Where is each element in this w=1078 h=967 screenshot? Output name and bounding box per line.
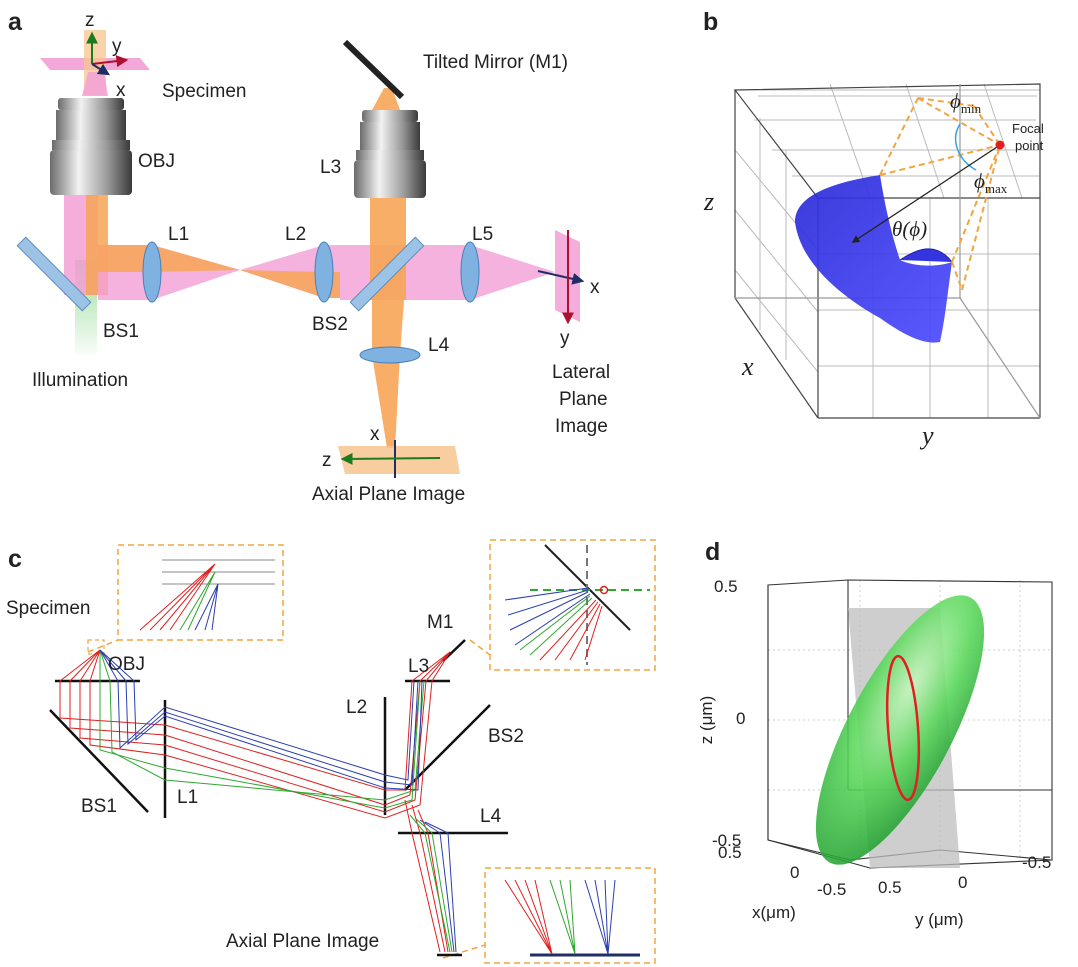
- axial-label: Axial Plane Image: [312, 484, 465, 505]
- bs2-splitter: [349, 236, 425, 312]
- c-rays: [59, 649, 457, 953]
- z-tick-3: -0.5: [712, 831, 741, 850]
- orange-beam-m1: [372, 88, 400, 110]
- axis-x-arrow: [91, 63, 111, 76]
- c-elements: [49, 639, 508, 957]
- c-l4-label: L4: [480, 806, 502, 827]
- panel-c: c Specimen: [6, 539, 656, 964]
- lateral-x-arrow: [537, 270, 585, 285]
- axis-y-label: y: [112, 36, 122, 57]
- axis-y-arrow: [91, 55, 129, 68]
- l3-label: L3: [320, 157, 341, 178]
- c-bs1-label: BS1: [81, 796, 117, 817]
- green-ellipsoid: [815, 595, 985, 865]
- lens-l5: [460, 241, 480, 303]
- l4-label: L4: [428, 335, 450, 356]
- inset-axial-link: [442, 944, 486, 959]
- focal-label-1: Focal: [1012, 121, 1044, 136]
- blue-bowl: [795, 175, 952, 343]
- axis-x-label: x: [116, 80, 126, 101]
- axis-z-label: z: [85, 10, 95, 31]
- axial-z-label: z: [322, 450, 332, 471]
- bs2-label: BS2: [312, 314, 348, 335]
- inset-specimen: [117, 544, 284, 641]
- c-l1-label: L1: [177, 787, 198, 808]
- cone-lines: [879, 97, 1001, 291]
- c-l3-label: L3: [408, 656, 429, 677]
- inset-m1: [489, 539, 656, 671]
- c-bs2-label: BS2: [488, 726, 524, 747]
- lateral-y-label: y: [560, 328, 570, 349]
- axial-x-label: x: [370, 424, 380, 445]
- inset-specimen-lines: [162, 559, 275, 585]
- lens-l1: [142, 241, 162, 303]
- mirror-label: Tilted Mirror (M1): [423, 52, 568, 73]
- focal-point: [995, 140, 1005, 150]
- bowl-rim: [899, 248, 953, 263]
- x-tick-1: 0.5: [718, 843, 742, 862]
- c-l2-label: L2: [346, 697, 367, 718]
- objective-l3: [354, 110, 426, 198]
- phi-min-label: ϕmin: [950, 89, 982, 116]
- panel-a-letter: a: [8, 8, 23, 36]
- theta-arrow: [851, 144, 1001, 243]
- y-axis-label: y (μm): [915, 910, 964, 929]
- phi-arc: [955, 123, 977, 171]
- panel-c-letter: c: [8, 545, 22, 573]
- x-tick-2: 0: [790, 863, 799, 882]
- specimen-label: Specimen: [162, 81, 247, 102]
- orange-beam-l4: [372, 300, 404, 448]
- panel-d-letter: d: [705, 538, 720, 566]
- x-axis-label: x(μm): [752, 903, 796, 922]
- z-tick-2: 0: [736, 709, 745, 728]
- tilted-mirror: [342, 39, 405, 100]
- inset-specimen-rays: [139, 563, 219, 631]
- inset-m1-content: [504, 544, 650, 665]
- y-tick-1: 0.5: [878, 878, 902, 897]
- lens-l4: [359, 346, 421, 364]
- y-tick-3: -0.5: [1022, 853, 1051, 872]
- c-axial-label: Axial Plane Image: [226, 931, 379, 952]
- panel-a: a z y x Specimen: [8, 8, 610, 505]
- lateral-label-1: Lateral: [552, 362, 610, 383]
- bs1-label: BS1: [103, 321, 139, 342]
- objective-obj: [50, 98, 132, 195]
- panel-b-letter: b: [703, 8, 718, 36]
- inset-m1-link: [469, 639, 491, 656]
- inset-specimen-link: [87, 639, 119, 653]
- l1-label: L1: [168, 224, 189, 245]
- bs1-splitter: [16, 236, 92, 312]
- l2-label: L2: [285, 224, 306, 245]
- theta-label: θ(ϕ): [892, 217, 927, 241]
- phi-max-label: ϕmax: [974, 169, 1008, 196]
- inset-axial: [484, 867, 656, 964]
- z-axis-label: z (μm): [697, 696, 716, 745]
- focal-label-2: point: [1015, 138, 1044, 153]
- axial-plane: [338, 446, 460, 474]
- c-obj-label: OBJ: [108, 654, 145, 675]
- l5-label: L5: [472, 224, 493, 245]
- lateral-label-2: Plane: [559, 389, 608, 410]
- axial-z-arrow: [340, 452, 441, 465]
- specimen-cone: [82, 72, 108, 96]
- y-tick-2: 0: [958, 873, 967, 892]
- z-label: z: [703, 187, 714, 216]
- y-label: y: [919, 421, 934, 450]
- orange-beam-l1: [98, 245, 240, 272]
- lateral-x-label: x: [590, 277, 600, 298]
- x-tick-3: -0.5: [817, 880, 846, 899]
- illumination-label: Illumination: [32, 370, 128, 391]
- panel-d: d 0.5 0 -0.5 z (μm) 0.5 0: [697, 538, 1053, 929]
- inset-axial-content: [504, 879, 640, 957]
- c-m1-label: M1: [427, 612, 453, 633]
- lateral-label-3: Image: [555, 416, 608, 437]
- panel-b: b: [703, 8, 1044, 450]
- obj-label: OBJ: [138, 151, 175, 172]
- x-label: x: [741, 352, 754, 381]
- lens-l2: [314, 241, 334, 303]
- red-ring: [885, 654, 921, 802]
- c-specimen-label: Specimen: [6, 598, 91, 619]
- z-tick-1: 0.5: [714, 577, 738, 596]
